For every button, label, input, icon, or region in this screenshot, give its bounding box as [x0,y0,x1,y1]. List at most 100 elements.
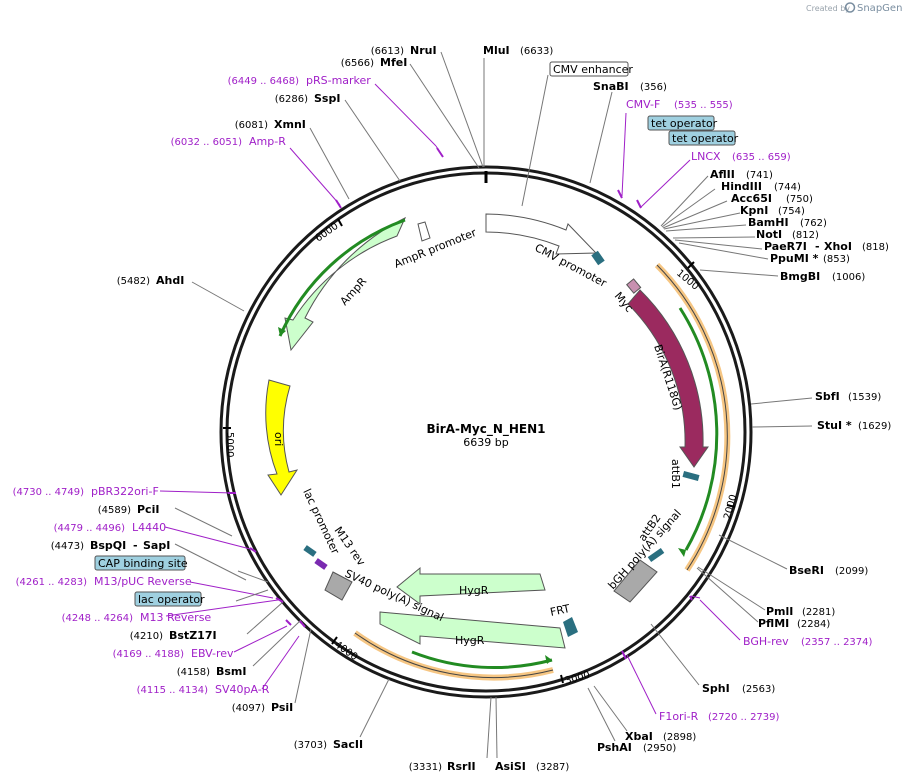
primer-range-ebv-rev: (4169 .. 4188) [113,649,185,660]
site-ppumi: PpuMI * [770,252,819,265]
site-pos-psii: (4097) [232,703,265,714]
label-hygr-upper: HygR [459,584,489,597]
orf-orange-bottom-core [354,632,554,679]
site-sphi: SphI [702,682,730,695]
orf-green-right [678,307,719,551]
primer-pbr322ori-f: pBR322ori-F [91,485,159,498]
attb1-marker [682,471,700,481]
box-tet-operator-2 [668,130,736,146]
site-pos-noti: (812) [792,230,819,241]
tick-mark-3000 [560,674,564,684]
box-label-tet-operator-1: tet operator [651,117,718,130]
site-pos-pshai: (2950) [643,743,676,754]
site-pos-bmgbi: (1006) [832,272,865,283]
tick-mark-6000 [337,218,343,227]
site-psii: PsiI [271,701,293,714]
primer-m13-reverse: M13 Reverse [140,611,211,624]
primer-sv40pa-r: SV40pA-R [215,683,270,696]
site-pos-acc65i: (750) [786,194,813,205]
restriction-sites: (6613) NruI MluI (6633) (6566) MfeI (628… [51,44,892,773]
sv40-polya-block [324,571,353,601]
primer-prs-marker: pRS-marker [306,74,371,87]
site-pos-kpni: (754) [778,206,805,217]
frt-marker [563,617,578,637]
site-separator-sapi: - [133,539,138,552]
bira-arrow [627,289,709,468]
tick-mark-2000 [726,504,736,508]
site-pos-stui: (1629) [858,421,891,432]
site-pos-sacii: (3703) [294,740,327,751]
site-pos-hindiii: (744) [774,182,801,193]
box-cmv-enhancer [549,61,629,77]
site-pos-bseri: (2099) [835,566,868,577]
orf-green-right-head [678,548,686,557]
site-bspqi: BspQI [90,539,126,552]
site-mfei: MfeI [380,56,407,69]
site-sbfi: SbfI [815,390,840,403]
primer-range-f1ori-r: (2720 .. 2739) [708,712,780,723]
tick-mark-1000 [687,261,695,269]
site-pos-nrui: (6613) [371,46,404,57]
site-xhoi: XhoI [824,240,852,253]
site-snabi: SnaBI [593,80,629,93]
site-bsmi: BsmI [216,665,247,678]
site-pos-sphi: (2563) [742,684,775,695]
site-pos-sbfi: (1539) [848,392,881,403]
site-rsrii: RsrII [447,760,476,773]
tick-label-4000: 4000 [332,639,359,663]
primer-marks [228,147,693,660]
box-leader-lines [235,74,549,602]
tick-mark-4000 [331,636,338,645]
primer-range-cmv-f: (535 .. 555) [674,100,733,111]
tick-group: 1000 2000 3000 4000 5000 6000 [223,218,739,687]
primer-range-pbr322ori-f: (4730 .. 4749) [13,487,85,498]
snapgene-logo-icon [844,2,856,13]
site-pos-rsrii: (3331) [409,762,442,773]
primer-range-m13-puc-reverse: (4261 .. 4283) [16,577,88,588]
primer-amp-r: Amp-R [249,135,286,148]
primer-l4440: L4440 [132,521,166,534]
site-leader-lines [174,51,813,759]
primer-ebv-rev: EBV-rev [191,647,234,660]
watermark-prefix: Created by [806,4,850,13]
site-pshai: PshAI [597,741,632,754]
backbone-outer [219,165,753,699]
box-label-tet-operator-2: tet operator [672,132,739,145]
site-pflmi: PflMI [758,617,789,630]
primer-f1ori-r: F1ori-R [659,710,699,723]
site-xbai: XbaI [625,730,653,743]
site-mlui: MluI [483,44,510,57]
site-sacii: SacII [333,738,363,751]
site-pos-aflii: (741) [746,170,773,181]
myc-box [626,278,642,294]
primer-lncx: LNCX [691,150,721,163]
cmv-promoter-arrow [485,213,598,255]
hygr-arrow-lower [379,611,566,649]
primer-range-bgh-rev: (2357 .. 2374) [801,637,873,648]
lac-operator-marker [303,545,317,557]
tick-label-3000: 3000 [564,670,591,687]
site-pos-pcii: (4589) [98,505,131,516]
site-pos-bsmi: (4158) [177,667,210,678]
site-pos-xhoi: (818) [862,242,889,253]
bgh-polya-block [613,559,658,603]
site-pos-bspqi: (4473) [51,541,84,552]
site-pos-mlui: (6633) [520,46,553,57]
site-sapi: SapI [143,539,170,552]
box-lac-operator [134,591,202,607]
primer-range-lncx: (635 .. 659) [732,152,791,163]
site-bseri: BseRI [789,564,824,577]
box-tet-operator-1 [647,115,715,131]
site-pos-bamhi: (762) [800,218,827,229]
site-sspi: SspI [314,92,340,105]
box-cap-binding-site [94,555,186,571]
primer-leader-lines [159,83,741,715]
site-hindiii: HindIII [721,180,762,193]
site-pos-sspi: (6286) [275,94,308,105]
site-pos-pmli: (2281) [802,607,835,618]
primer-range-sv40pa-r: (4115 .. 4134) [137,685,209,696]
site-pmli: PmlI [766,605,793,618]
m13-rev-marker [314,558,328,570]
site-pos-ppumi: (853) [823,254,850,265]
